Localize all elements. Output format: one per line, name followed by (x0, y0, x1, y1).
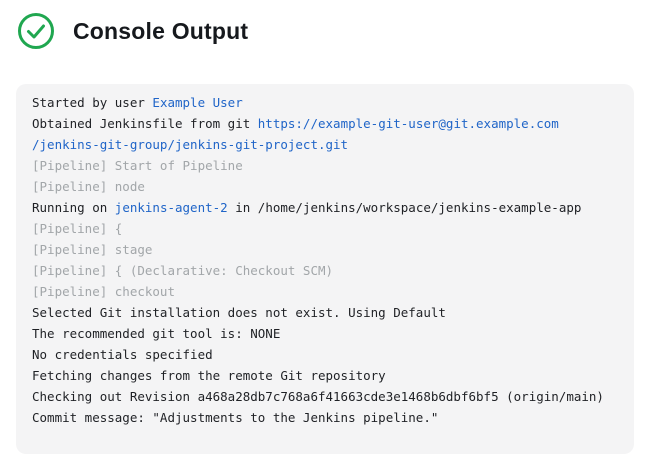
console-line: [Pipeline] node (32, 176, 618, 197)
console-line: Running on jenkins-agent-2 in /home/jenk… (32, 197, 618, 218)
console-link[interactable]: jenkins-agent-2 (114, 200, 228, 215)
console-text: in /home/jenkins/workspace/jenkins-examp… (227, 200, 582, 215)
console-line: Selected Git installation does not exist… (32, 302, 618, 323)
console-line: The recommended git tool is: NONE (32, 323, 618, 344)
console-text: Obtained Jenkinsfile from git (32, 116, 258, 131)
console-text: Running on (32, 200, 115, 215)
console-text: [Pipeline] Start of Pipeline (32, 158, 243, 173)
check-circle-icon (18, 13, 54, 49)
console-text: The recommended git tool is: NONE (32, 326, 281, 341)
console-line: Commit message: "Adjustments to the Jenk… (32, 407, 618, 428)
console-line: Obtained Jenkinsfile from git https://ex… (32, 113, 618, 134)
console-text: [Pipeline] checkout (32, 284, 175, 299)
console-line: [Pipeline] checkout (32, 281, 618, 302)
console-text: [Pipeline] stage (32, 242, 153, 257)
console-text: Commit message: "Adjustments to the Jenk… (32, 410, 439, 425)
console-line: Fetching changes from the remote Git rep… (32, 365, 618, 386)
console-line: /jenkins-git-group/jenkins-git-project.g… (32, 134, 618, 155)
page-title: Console Output (73, 17, 249, 44)
console-link[interactable]: https://example-git-user@git.example.com (257, 116, 559, 131)
console-text: No credentials specified (32, 347, 213, 362)
page-header: Console Output (0, 0, 650, 51)
console-line: No credentials specified (32, 344, 618, 365)
console-text: Fetching changes from the remote Git rep… (32, 368, 386, 383)
console-link[interactable]: /jenkins-git-group/jenkins-git-project.g… (32, 137, 349, 152)
console-line: Checking out Revision a468a28db7c768a6f4… (32, 386, 618, 407)
console-text: Started by user (32, 95, 153, 110)
console-text: [Pipeline] node (32, 179, 145, 194)
console-line: [Pipeline] { (32, 218, 618, 239)
console-text: [Pipeline] { (Declarative: Checkout SCM) (32, 263, 334, 278)
console-line: [Pipeline] Start of Pipeline (32, 155, 618, 176)
console-line: Started by user Example User (32, 92, 618, 113)
console-text: Checking out Revision a468a28db7c768a6f4… (32, 389, 604, 404)
console-line: [Pipeline] { (Declarative: Checkout SCM) (32, 260, 618, 281)
console-text: [Pipeline] { (32, 221, 123, 236)
console-text: Selected Git installation does not exist… (32, 305, 446, 320)
console-line: [Pipeline] stage (32, 239, 618, 260)
console-link[interactable]: Example User (152, 95, 243, 110)
